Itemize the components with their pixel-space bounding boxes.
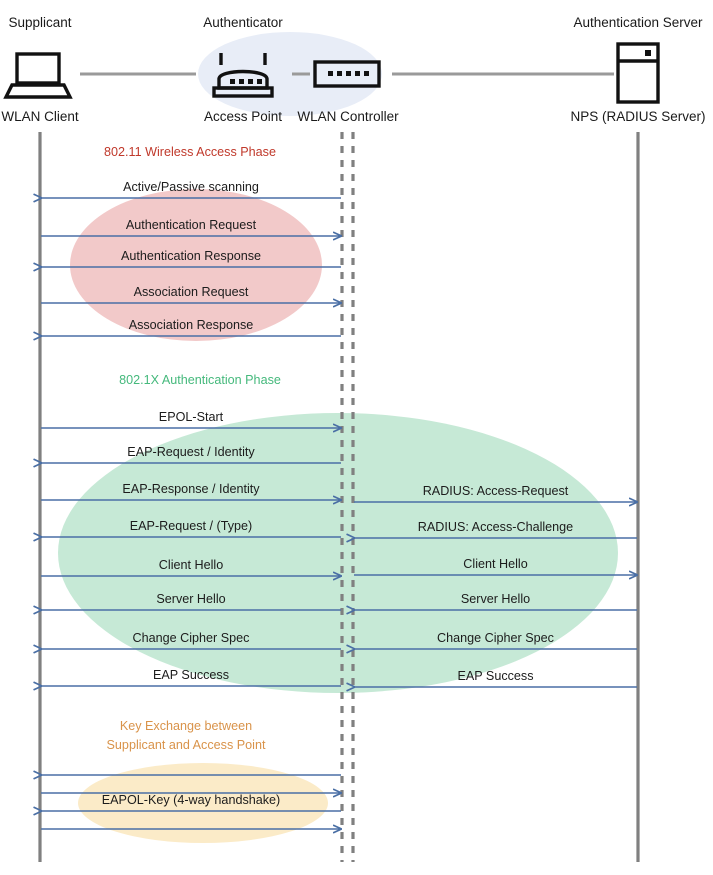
actor-device-wlan-controller: WLAN Controller bbox=[297, 109, 399, 124]
wireless-router-icon bbox=[212, 53, 274, 98]
message-label: RADIUS: Access-Challenge bbox=[418, 520, 573, 534]
phase-key-exchange-label: Key Exchange between bbox=[120, 719, 252, 733]
message-label: Active/Passive scanning bbox=[123, 180, 259, 194]
message-label: Change Cipher Spec bbox=[437, 631, 554, 645]
actor-device-access-point: Access Point bbox=[204, 109, 282, 124]
actor-role-auth-server: Authentication Server bbox=[573, 15, 703, 30]
message-label: EAP Success bbox=[457, 669, 533, 683]
phase-key-exchange-ellipse bbox=[78, 763, 328, 843]
message-label: EAPOL-Key (4-way handshake) bbox=[102, 793, 281, 807]
message-label: Association Response bbox=[129, 318, 254, 332]
phase-80211-label: 802.11 Wireless Access Phase bbox=[104, 145, 276, 159]
message-label: RADIUS: Access-Request bbox=[423, 484, 569, 498]
message-label: Authentication Request bbox=[126, 218, 257, 232]
message-label: Change Cipher Spec bbox=[133, 631, 250, 645]
message-label: EAP-Request / (Type) bbox=[130, 519, 253, 533]
phase-key-exchange-label: Supplicant and Access Point bbox=[107, 738, 266, 752]
phase-labels: 802.11 Wireless Access Phase 802.1X Authe… bbox=[104, 145, 281, 752]
message-label: EAP-Response / Identity bbox=[122, 482, 260, 496]
server-tower-icon bbox=[616, 42, 660, 104]
actor-device-auth-server: NPS (RADIUS Server) bbox=[570, 109, 705, 124]
message-label: Authentication Response bbox=[121, 249, 261, 263]
actor-role-access-point: Authenticator bbox=[203, 15, 283, 30]
message-label: EAP Success bbox=[153, 668, 229, 682]
actor-role-supplicant: Supplicant bbox=[8, 15, 71, 30]
message-label: Client Hello bbox=[463, 557, 527, 571]
lifelines bbox=[38, 132, 640, 862]
phase-8021x-label: 802.1X Authentication Phase bbox=[119, 373, 281, 387]
message-label: EPOL-Start bbox=[159, 410, 224, 424]
actor-device-supplicant: WLAN Client bbox=[1, 109, 79, 124]
message-label: EAP-Request / Identity bbox=[127, 445, 255, 459]
message-label: Server Hello bbox=[156, 592, 225, 606]
message-label: Server Hello bbox=[461, 592, 530, 606]
message-label: Association Request bbox=[134, 285, 249, 299]
switch-icon bbox=[313, 60, 381, 88]
phase-8021x-ellipse bbox=[58, 413, 618, 693]
laptop-icon bbox=[3, 52, 73, 99]
message-label: Client Hello bbox=[159, 558, 223, 572]
